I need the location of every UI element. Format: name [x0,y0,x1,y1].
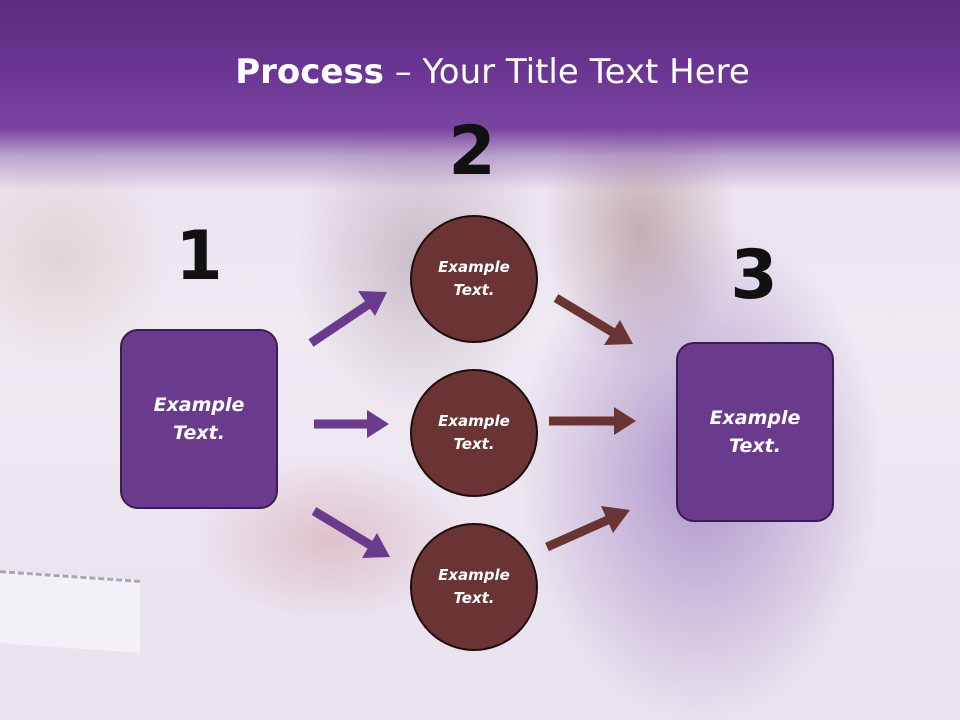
step-3-line2: Text. [729,435,781,457]
step-2-circle-bottom: Example Text. [410,523,538,651]
title-rest: – Your Title Text Here [383,52,750,92]
arrow-1-to-top-head [358,291,387,316]
circle-middle-line2: Text. [453,435,495,453]
circle-top-line1: Example [438,257,510,276]
step-2-circle-middle: Example Text. [410,369,538,497]
arrow-top-to-3 [553,294,617,337]
circle-bottom-line1: Example [438,565,510,584]
header-band [0,0,960,190]
arrow-bottom-to-3-head [601,506,630,533]
step-number-3: 3 [730,236,778,315]
arrow-1-to-top [308,300,372,347]
arrow-1-to-bottom [311,507,375,550]
step-1-line2: Text. [173,422,225,444]
step-1-line1: Example [153,393,245,416]
arrow-1-to-bottom-head [362,533,390,558]
arrow-middle-to-3-head [614,407,636,435]
step-3-box: Example Text. [676,342,834,522]
step-1-box: Example Text. [120,329,278,509]
step-number-1: 1 [175,217,223,296]
step-3-line1: Example [709,406,801,429]
arrow-bottom-to-3 [545,514,612,552]
title-bold: Process [235,52,384,92]
circle-top-line2: Text. [453,281,495,299]
step-2-circle-top: Example Text. [410,215,538,343]
slide-title: Process – Your Title Text Here [0,52,960,92]
circle-middle-line1: Example [438,411,510,430]
arrow-1-to-middle-head [367,410,389,438]
circle-bottom-line2: Text. [453,589,495,607]
step-number-2: 2 [448,112,496,191]
arrow-top-to-3-head [604,320,633,345]
